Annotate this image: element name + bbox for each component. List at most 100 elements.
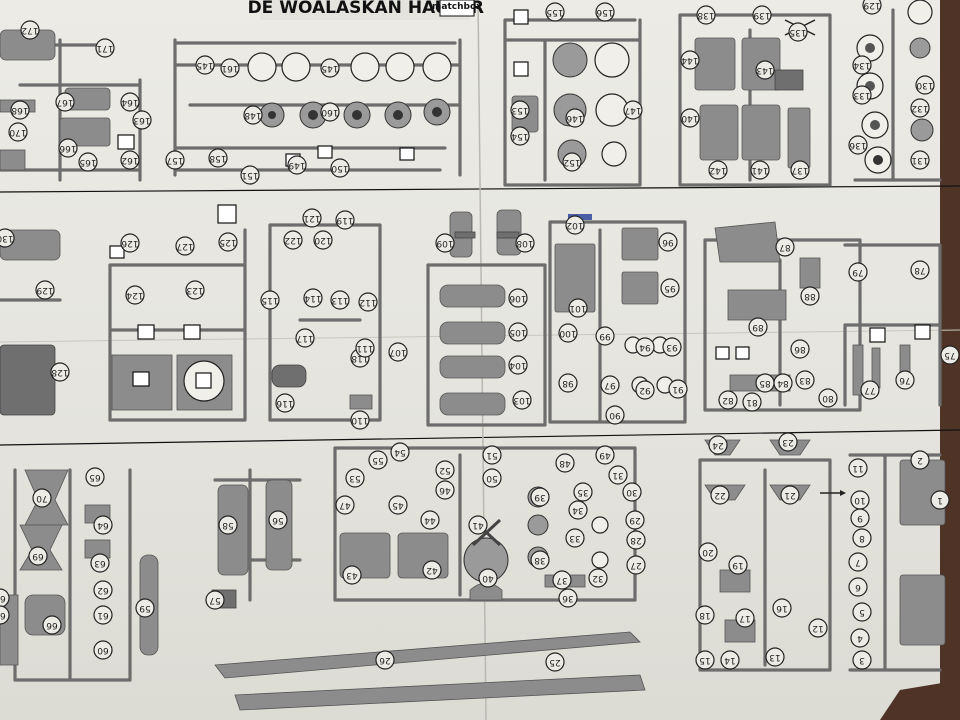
part-number-circle (58, 138, 78, 158)
part-number-circle (545, 2, 565, 22)
part-number-circle (330, 290, 350, 310)
part-number-circle (295, 328, 315, 348)
part-number-label: 112 (359, 297, 376, 307)
part-number-circle (718, 390, 738, 410)
part-number-label: 6 (855, 582, 861, 592)
part-number-label: 130 (0, 233, 14, 243)
part-number-label: 142 (709, 165, 726, 175)
part-number-label: 19 (732, 560, 744, 570)
part-number-label: 140 (681, 113, 698, 123)
part-number-circle (335, 210, 355, 230)
part-number-circle (303, 288, 323, 308)
part-number-label: 66 (46, 620, 58, 630)
part-number-label: 139 (753, 10, 770, 20)
svg-text:matchbox: matchbox (432, 2, 482, 12)
part-number-label: 114 (304, 293, 321, 303)
part-number-circle (205, 590, 225, 610)
part-number-circle (852, 650, 872, 670)
part-number-label: 103 (513, 395, 530, 405)
part-number-circle (93, 515, 113, 535)
part-number-label: 38 (534, 555, 546, 565)
part-number-circle (778, 432, 798, 452)
part-number-circle (388, 342, 408, 362)
part-number-circle (558, 373, 578, 393)
sprue-tree-mid-rods (268, 223, 382, 422)
part-number-circle (698, 542, 718, 562)
part-number-label: 65 (89, 472, 100, 482)
sprue-tree-bottom-right (698, 439, 832, 672)
part-number-label: 146 (566, 113, 583, 123)
part-number-circle (660, 278, 680, 298)
part-number-circle (552, 570, 572, 590)
part-number-label: 147 (624, 105, 641, 115)
part-number-circle (120, 92, 140, 112)
part-number-label: 95 (664, 283, 675, 293)
part-number-circle (860, 380, 880, 400)
part-number-circle (260, 290, 280, 310)
part-number-label: 102 (566, 220, 583, 230)
part-number-label: 23 (782, 437, 793, 447)
kit-title-fragment: DE WO (248, 0, 313, 18)
title-strip: ALASKAN HAULER DE WO matchbox (248, 0, 484, 20)
part-number-label: 165 (79, 157, 96, 167)
part-number-label: 44 (424, 515, 436, 525)
part-number-label: 130 (916, 80, 933, 90)
part-number-circle (910, 150, 930, 170)
part-number-label: 26 (379, 655, 391, 665)
part-number-label: 104 (509, 360, 526, 370)
part-number-label: 154 (511, 131, 528, 141)
part-number-circle (728, 555, 748, 575)
part-number-circle (748, 317, 768, 337)
part-number-label: 79 (852, 267, 864, 277)
part-number-label: 22 (714, 490, 725, 500)
part-number-label: 94 (639, 342, 651, 352)
part-number-label: 62 (97, 585, 108, 595)
part-number-label: 119 (336, 215, 353, 225)
part-number-circle (742, 392, 762, 412)
part-number-circle (695, 650, 715, 670)
part-number-circle (175, 236, 195, 256)
part-number-circle (313, 230, 333, 250)
part-number-label: 52 (439, 465, 450, 475)
part-number-circle (120, 150, 140, 170)
part-number-circle (755, 60, 775, 80)
part-number-label: 116 (276, 398, 293, 408)
part-number-label: 27 (630, 560, 641, 570)
part-number-circle (790, 339, 810, 359)
part-number-circle (287, 155, 307, 175)
part-number-circle (915, 75, 935, 95)
part-number-circle (848, 262, 868, 282)
part-number-circle (695, 605, 715, 625)
part-number-label: 12 (812, 623, 823, 633)
part-number-label: 150 (331, 163, 348, 173)
part-number-circle (95, 38, 115, 58)
part-number-label: 134 (853, 60, 870, 70)
part-number-label: 50 (486, 473, 498, 483)
part-number-circle (8, 122, 28, 142)
part-number-label: 108 (516, 238, 533, 248)
part-number-circle (848, 577, 868, 597)
part-number-label: 25 (549, 657, 560, 667)
part-number-label: 107 (389, 347, 406, 357)
part-number-label: 64 (97, 520, 109, 530)
part-number-label: 162 (121, 155, 138, 165)
part-number-circle (696, 5, 716, 25)
part-number-label: 105 (509, 327, 526, 337)
part-number-circle (10, 100, 30, 120)
part-number-label: 145 (321, 63, 338, 73)
part-number-circle (482, 468, 502, 488)
part-number-label: 37 (556, 575, 567, 585)
part-number-label: 155 (546, 7, 563, 17)
part-number-circle (530, 550, 550, 570)
part-number-label: 136 (849, 140, 866, 150)
part-number-circle (788, 22, 808, 42)
part-number-label: 99 (599, 331, 611, 341)
part-number-circle (708, 435, 728, 455)
part-number-circle (565, 108, 585, 128)
part-number-label: 1 (937, 495, 943, 505)
part-number-label: 101 (569, 303, 586, 313)
part-number-circle (848, 552, 868, 572)
sprue-tree-mid-axles (426, 209, 547, 427)
part-number-label: 100 (559, 328, 576, 338)
part-number-label: 96 (662, 237, 674, 247)
